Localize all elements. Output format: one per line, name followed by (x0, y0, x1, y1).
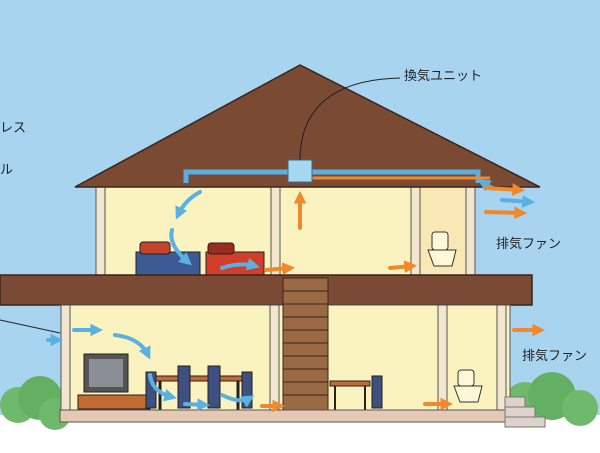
supply-arrow (220, 393, 255, 408)
supply-arrow (175, 190, 202, 220)
left-label-leader (0, 319, 61, 334)
pillar (60, 304, 71, 413)
pillar (437, 304, 448, 413)
toilet-upper (427, 231, 457, 267)
pillar (465, 184, 476, 279)
dining-set (145, 365, 253, 410)
pillar (269, 304, 280, 413)
foundation (59, 409, 516, 423)
pillar (270, 184, 281, 279)
roof (74, 64, 541, 188)
exhaust-arrow (388, 260, 418, 274)
exhaust-fan-lower-label: 排気ファン (522, 349, 588, 364)
staircase (282, 277, 329, 413)
supply-arrow (113, 333, 151, 360)
exhaust-arrow (264, 262, 296, 276)
ventilation-unit-leader (299, 77, 401, 161)
supply-arrow (169, 228, 192, 266)
exhaust-fan-upper-label: 排気ファン (496, 237, 562, 252)
side-table (329, 375, 383, 410)
tv-cabinet (77, 353, 151, 410)
supply-arrow (148, 373, 177, 402)
floor-slab (0, 274, 533, 306)
pillar (95, 184, 106, 279)
entrance-steps (504, 396, 546, 428)
cut-left-label-2: ル (0, 163, 14, 178)
supply-arrow (500, 195, 536, 208)
supply-arrow (220, 257, 260, 271)
cut-left-label-1: レス (0, 121, 27, 136)
ventilation-unit-box (287, 159, 313, 183)
exhaust-arrow (484, 206, 528, 220)
supply-arrow (183, 398, 211, 412)
exhaust-arrow (484, 183, 526, 196)
toilet-lower (453, 369, 483, 403)
pillar (496, 304, 507, 413)
ventilation-unit-label: 換気ユニット (404, 69, 483, 84)
